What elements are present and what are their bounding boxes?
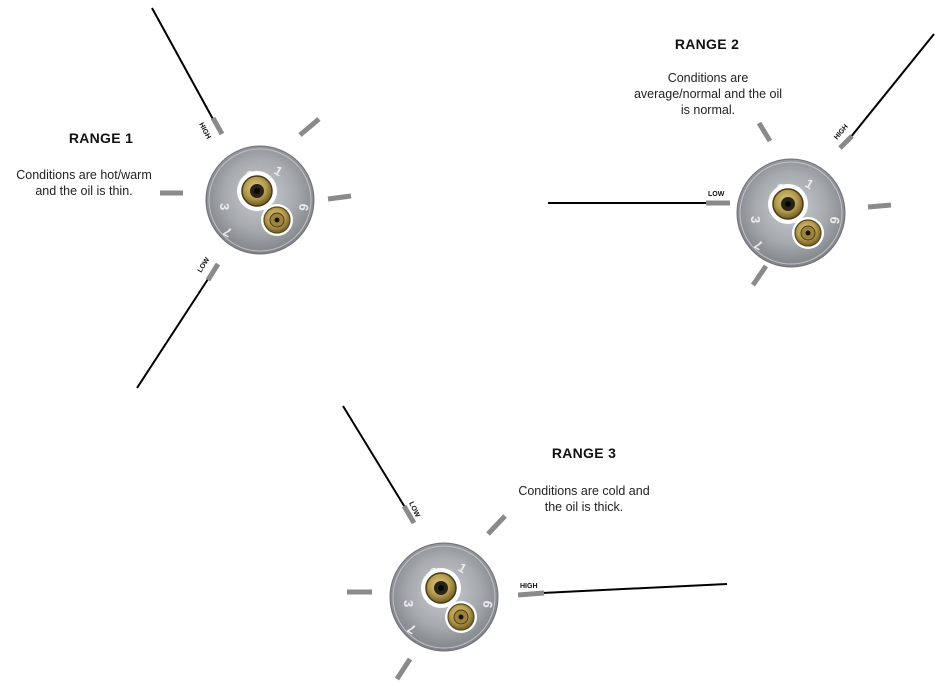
range-3-description-line-1: Conditions are cold and xyxy=(518,484,650,498)
range-1-low-marker xyxy=(205,262,221,282)
range-3-tick-bottom xyxy=(394,657,413,681)
range-2-high-marker xyxy=(838,134,854,150)
range-2-tick-right xyxy=(867,202,892,210)
range-2-description-line-3: is normal. xyxy=(680,103,736,117)
range-3-title: RANGE 3 xyxy=(551,445,617,461)
range-1-dial xyxy=(205,145,315,255)
range-1-high-label: HIGH xyxy=(197,122,211,141)
range-3-dial xyxy=(389,542,499,652)
range-3-group: LOW HIGH xyxy=(342,405,728,681)
range-2-description-line-1: Conditions are xyxy=(667,71,749,85)
range-3-low-pointer xyxy=(342,405,407,510)
range-3-description-line-2: the oil is thick. xyxy=(544,500,624,514)
range-1-tick-right xyxy=(327,193,352,202)
range-2-description-line-2: average/normal and the oil xyxy=(633,87,782,101)
range-2-high-pointer xyxy=(845,33,935,144)
range-2-description: Conditions are average/normal and the oi… xyxy=(610,70,806,118)
range-3-description: Conditions are cold and the oil is thick… xyxy=(492,483,676,515)
range-2-dial xyxy=(736,158,846,268)
range-2-title: RANGE 2 xyxy=(674,36,740,52)
range-1-description-line-1: Conditions are hot/warm xyxy=(16,168,152,182)
range-2-low-label: LOW xyxy=(708,191,725,198)
range-3-high-pointer xyxy=(541,583,728,594)
range-1-group: HIGH LOW xyxy=(136,7,352,389)
range-3-low-marker xyxy=(401,504,417,525)
range-1-description-line-2: and the oil is thin. xyxy=(35,184,133,198)
range-1-title: RANGE 1 xyxy=(68,130,134,146)
range-1-description: Conditions are hot/warm and the oil is t… xyxy=(2,167,166,199)
range-2-group: HIGH LOW xyxy=(548,33,935,287)
range-1-low-label: LOW xyxy=(197,256,212,274)
range-2-tick-top xyxy=(756,121,773,143)
range-1-tick-top-right xyxy=(298,117,321,137)
range-2-tick-bottom xyxy=(750,264,769,287)
range-1-high-pointer xyxy=(151,7,215,122)
range-1-low-pointer xyxy=(136,275,211,389)
range-3-high-label: HIGH xyxy=(520,583,538,590)
range-3-high-marker xyxy=(517,590,545,598)
range-1-high-marker xyxy=(210,116,225,136)
range-3-tick-top-right xyxy=(486,514,507,536)
